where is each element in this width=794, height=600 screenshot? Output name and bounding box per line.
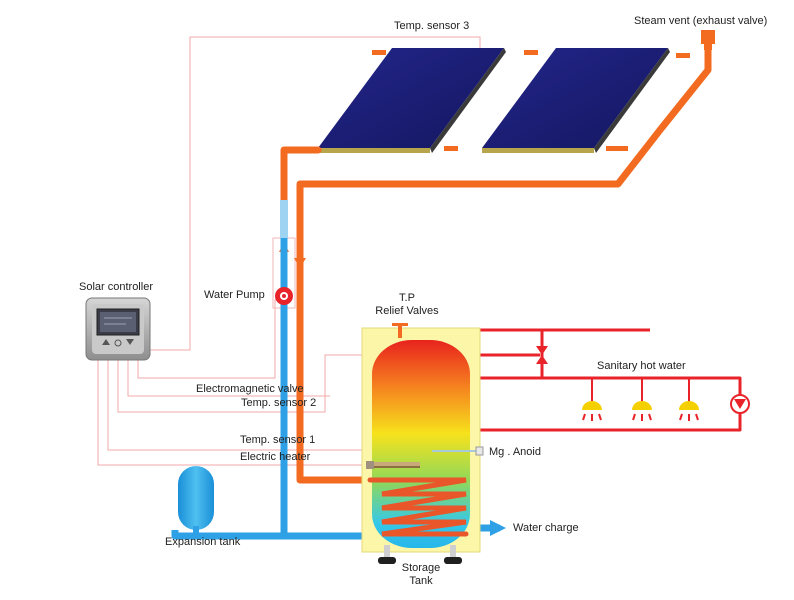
mg-anoid-label: Mg . Anoid xyxy=(489,446,541,458)
water-charge-arrow xyxy=(490,520,506,536)
temp-sensor-3-label: Temp. sensor 3 xyxy=(394,20,470,32)
water-pump xyxy=(275,287,293,305)
tp-label-line1: T.P xyxy=(399,292,415,304)
expansion-tank xyxy=(178,466,214,536)
electric-heater xyxy=(366,461,420,469)
water-pump-label: Water Pump xyxy=(204,289,265,301)
heating-coil xyxy=(367,477,469,537)
sensor-wiring xyxy=(97,36,481,466)
flow-arrow-down xyxy=(294,258,306,268)
mg-anode xyxy=(432,446,484,456)
temp-sensor-1-label: Temp. sensor 1 xyxy=(240,434,316,446)
expansion-tank-label: Expansion tank xyxy=(165,536,241,548)
panel-stub-pipes xyxy=(372,50,690,151)
tap xyxy=(679,378,699,421)
water-charge-label: Water charge xyxy=(513,522,579,534)
circulation-pump xyxy=(730,394,750,414)
tp-label-line2: Relief Valves xyxy=(375,305,439,317)
solar-collector-panel-right xyxy=(482,48,670,153)
temp-sensor-2-label: Temp. sensor 2 xyxy=(241,397,317,409)
storage-tank-label-line1: Storage xyxy=(401,562,441,574)
steam-vent-valve xyxy=(701,30,715,50)
storage-tank-label-line2: Tank xyxy=(409,575,433,587)
hot-circuit-pipe xyxy=(280,44,712,484)
electric-heater-label: Electric heater xyxy=(240,451,311,463)
tp-relief-valve xyxy=(392,323,408,338)
electromagnetic-valve-label: Electromagnetic valve xyxy=(196,383,304,395)
solar-controller xyxy=(85,297,151,361)
tap xyxy=(582,378,602,421)
solar-controller-label: Solar controller xyxy=(79,281,153,293)
tap xyxy=(632,378,652,421)
solar-collector-panel-left xyxy=(318,48,506,153)
mixing-valve xyxy=(536,346,548,364)
sanitary-hot-water-label: Sanitary hot water xyxy=(597,360,686,372)
steam-vent-label: Steam vent (exhaust valve) xyxy=(634,15,768,27)
